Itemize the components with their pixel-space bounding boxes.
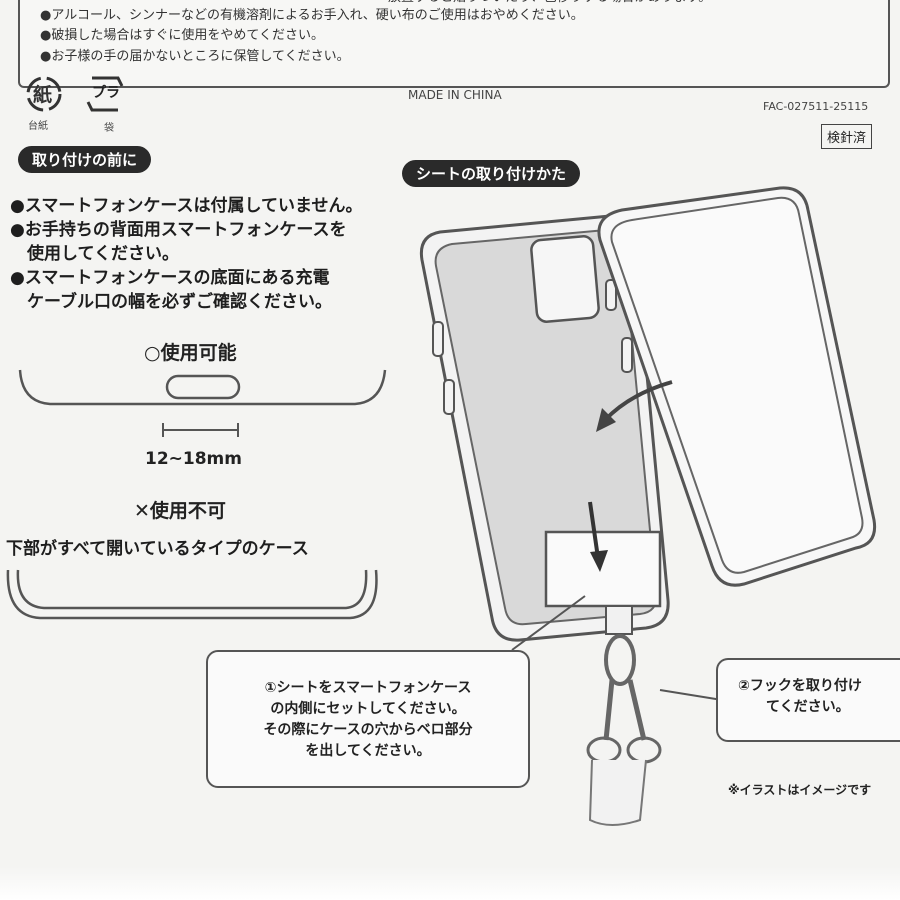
step2-line-2: てください。 (766, 699, 850, 715)
phone-case-illustration (400, 180, 900, 900)
illustration-note: ※イラストはイメージです (728, 783, 872, 797)
bottom-edge (0, 866, 900, 900)
ng-label: ✕使用不可 (134, 500, 226, 522)
plastic-recycle-icon: プラ (82, 72, 128, 116)
bullet-line-2: ●お手持ちの背面用スマートフォンケースを (10, 220, 347, 240)
product-code: FAC-027511-25115 (763, 100, 869, 113)
notice-line-1: ●アルコール、シンナーなどの有機溶剤によるお手入れ、硬い布のご使用はおやめくださ… (40, 8, 584, 23)
inspected-badge: 検針済 (821, 124, 873, 149)
paper-mark-text: 紙 (33, 84, 53, 106)
step1-line-3: その際にケースの穴からベロ部分 (263, 722, 473, 738)
dimension-label: 12~18mm (145, 449, 242, 469)
bullet-line-5: ケーブル口の幅を必ずご確認ください。 (10, 292, 332, 312)
step1-line-1: ①シートをスマートフォンケース (264, 680, 472, 696)
how-to-heading: シートの取り付けかた (402, 160, 581, 187)
paper-recycle-icon: 紙 (22, 74, 66, 114)
plastic-caption: 袋 (104, 123, 114, 134)
plastic-mark-text: プラ (92, 85, 120, 101)
paper-caption: 台紙 (28, 121, 48, 132)
bullet-line-4: ●スマートフォンケースの底面にある充電 (10, 268, 330, 288)
notice-line-0: 放置すると貼りついたり、色移りする場合があります。 (380, 0, 711, 5)
step1-line-4: を出してください。 (305, 743, 431, 759)
notice-line-1b: 放置すると貼りついたり、色移りする場合があります。 (388, 0, 711, 5)
step2-callout: ②フックを取り付け てください。 (716, 658, 900, 742)
before-heading: 取り付けの前に (18, 146, 152, 173)
step2-line-1: ②フックを取り付け (738, 678, 862, 694)
made-in-label: MADE IN CHINA (408, 88, 502, 102)
ng-case-diagram (0, 560, 400, 630)
bullet-line-3: 使用してください。 (10, 244, 179, 264)
ok-case-diagram (0, 360, 400, 440)
step1-line-2: の内側にセットしてください。 (270, 701, 466, 717)
ok-label: ○使用可能 (144, 342, 237, 364)
notice-line-2: ●破損した場合はすぐに使用をやめてください。 (40, 28, 324, 43)
notice-line-3: ●お子様の手の届かないところに保管してください。 (40, 49, 350, 64)
notice-box (18, 0, 890, 88)
bullet-line-1: ●スマートフォンケースは付属していません。 (10, 196, 363, 216)
ng-description: 下部がすべて開いているタイプのケース (6, 539, 309, 559)
step1-callout: ①シートをスマートフォンケース の内側にセットしてください。 その際にケースの穴… (206, 650, 530, 788)
